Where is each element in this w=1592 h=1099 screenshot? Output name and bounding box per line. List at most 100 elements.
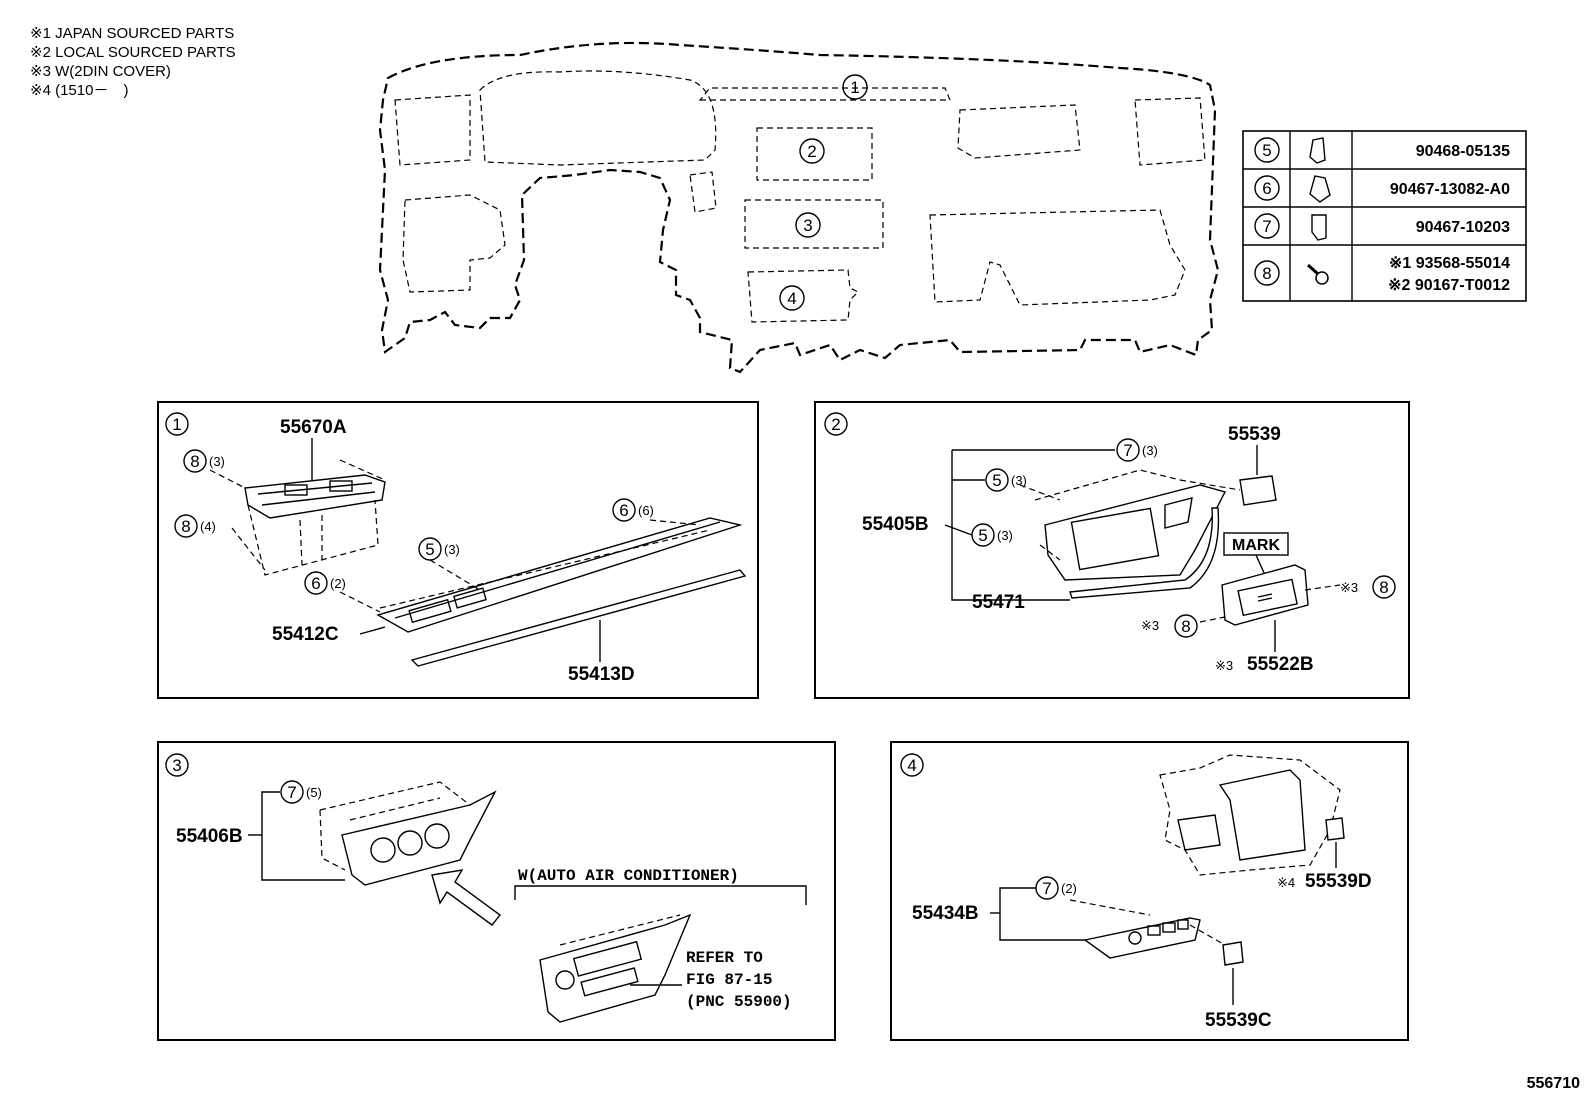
svg-text:5: 5 (992, 471, 1001, 490)
fastener-ref: 6 (1262, 179, 1271, 198)
svg-text:8: 8 (190, 452, 199, 471)
svg-text:5: 5 (978, 526, 987, 545)
note-1: ※1 JAPAN SOURCED PARTS (30, 25, 234, 42)
note-3: ※3 W(2DIN COVER) (30, 63, 171, 80)
svg-text:(2): (2) (330, 576, 346, 591)
dashboard-inner-top (394, 94, 471, 166)
overview-area-2 (756, 127, 873, 181)
panel-2-label: 2 (831, 415, 840, 434)
svg-text:(6): (6) (638, 503, 654, 518)
note-prefix-55539D: ※4 (1277, 875, 1295, 890)
svg-text:7: 7 (1123, 441, 1132, 460)
clip-icon (1311, 214, 1327, 241)
callout-8-qty-4: 8 (4) (174, 514, 216, 538)
svg-text:※3: ※3 (1141, 618, 1159, 633)
overview-marker-2-label: 2 (807, 142, 816, 161)
overview-area-3 (744, 199, 884, 249)
svg-text:5: 5 (425, 540, 434, 559)
console-context (1159, 754, 1341, 876)
overview-area-4 (747, 269, 860, 323)
detail-panel-1: 1 55670A 8 (3) 8 (4) 5 (3) (157, 401, 759, 699)
fastener-part-number-2: ※2 90167-T0012 (1388, 277, 1510, 294)
dashboard-overview: 1 2 3 4 (378, 41, 1220, 374)
svg-text:(3): (3) (444, 542, 460, 557)
figure-number: 556710 (1527, 1075, 1580, 1092)
callout-7-qty-3: 7 (3) (1116, 438, 1158, 462)
svg-text:(5): (5) (306, 785, 322, 800)
fastener-ref: 8 (1262, 264, 1271, 283)
detail-panel-4: 4 ※4 55539D 7 (2) 55434B 55539 (890, 741, 1409, 1041)
arrow-indicator (431, 869, 502, 926)
fastener-ref: 5 (1262, 141, 1271, 160)
callout-5-qty-3-a: 5 (3) (985, 468, 1027, 492)
callout-5-qty-3: 5 (3) (418, 537, 460, 561)
svg-text:(3): (3) (997, 528, 1013, 543)
part-number-55670A: 55670A (280, 417, 347, 438)
svg-text:8: 8 (1379, 578, 1388, 597)
detail-panel-2: 2 55539 7 (3) 5 (3) 5 (3) 55405B (814, 401, 1410, 699)
panel-1-label: 1 (172, 415, 181, 434)
clip-icon (1309, 175, 1331, 203)
part-number-55522B: 55522B (1247, 654, 1314, 675)
overview-marker-2: 2 (799, 138, 825, 164)
fastener-row-5: 5 90468-05135 (1254, 137, 1510, 164)
refer-line-2: FIG 87-15 (686, 971, 772, 989)
note-2: ※2 LOCAL SOURCED PARTS (30, 44, 236, 61)
condition-label: W(AUTO AIR CONDITIONER) (518, 867, 739, 885)
notes-legend: ※1 JAPAN SOURCED PARTS ※2 LOCAL SOURCED … (30, 25, 236, 99)
part-number-55413D: 55413D (568, 664, 635, 685)
dashboard-outline (378, 41, 1220, 374)
fastener-row-8: 8 ※1 93568-55014 ※2 90167-T0012 (1254, 255, 1510, 294)
callout-8-qty-3: 8 (3) (183, 449, 225, 473)
center-top-panel (698, 87, 951, 101)
vent-bracket-55670A (244, 474, 386, 519)
refer-line-1: REFER TO (686, 949, 763, 967)
fastener-part-number: 90467-10203 (1416, 219, 1510, 236)
callout-8-note3-left: ※3 8 (1141, 614, 1198, 638)
ac-control-panel-55406B (341, 790, 497, 886)
side-vent-right (1134, 97, 1206, 166)
svg-text:6: 6 (311, 574, 320, 593)
auto-ac-control-panel (539, 913, 692, 1023)
svg-text:8: 8 (181, 517, 190, 536)
cover-55522B (1221, 564, 1309, 626)
overview-marker-3: 3 (795, 212, 821, 238)
fastener-row-6: 6 90467-13082-A0 (1254, 175, 1510, 203)
overview-marker-1: 1 (842, 74, 868, 100)
refer-line-3: (PNC 55900) (686, 993, 792, 1011)
callout-5-qty-3-b: 5 (3) (971, 523, 1013, 547)
switch-panel-55434B (1083, 917, 1201, 959)
fastener-part-number: 90467-13082-A0 (1390, 181, 1510, 198)
svg-text:6: 6 (619, 501, 628, 520)
callout-6-qty-2: 6 (2) (304, 571, 346, 595)
callout-6-qty-6: 6 (6) (612, 498, 654, 522)
fastener-part-number-1: ※1 93568-55014 (1389, 255, 1510, 272)
switch-55539 (1239, 475, 1277, 506)
trim-strip-55413D (410, 569, 747, 667)
svg-text:※3: ※3 (1340, 580, 1358, 595)
overview-marker-3-label: 3 (803, 216, 812, 235)
svg-text:MARK: MARK (1232, 537, 1280, 554)
callout-8-note3-right: ※3 8 (1340, 575, 1396, 599)
callout-7-qty-5: 7 (5) (280, 780, 322, 804)
part-number-55539D: 55539D (1305, 871, 1372, 892)
panel-4-label: 4 (907, 756, 916, 775)
steering-column-panel (689, 171, 717, 213)
part-number-55539C: 55539C (1205, 1010, 1272, 1031)
part-number-55539: 55539 (1228, 424, 1281, 445)
vent-right (957, 104, 1081, 159)
callout-7-qty-2: 7 (2) (1035, 876, 1077, 900)
center-bezel-55405B (1044, 484, 1227, 581)
part-number-55471: 55471 (972, 592, 1025, 613)
part-number-55406B: 55406B (176, 826, 243, 847)
svg-text:(2): (2) (1061, 881, 1077, 896)
overview-marker-4-label: 4 (787, 289, 796, 308)
panel-3-label: 3 (172, 756, 181, 775)
note-4: ※4 (1510－ ) (30, 82, 128, 99)
overview-marker-4: 4 (779, 285, 805, 311)
overview-marker-1-label: 1 (850, 78, 859, 97)
svg-text:(3): (3) (1142, 443, 1158, 458)
switch-55539D (1325, 817, 1345, 841)
glove-box-area (929, 209, 1186, 306)
